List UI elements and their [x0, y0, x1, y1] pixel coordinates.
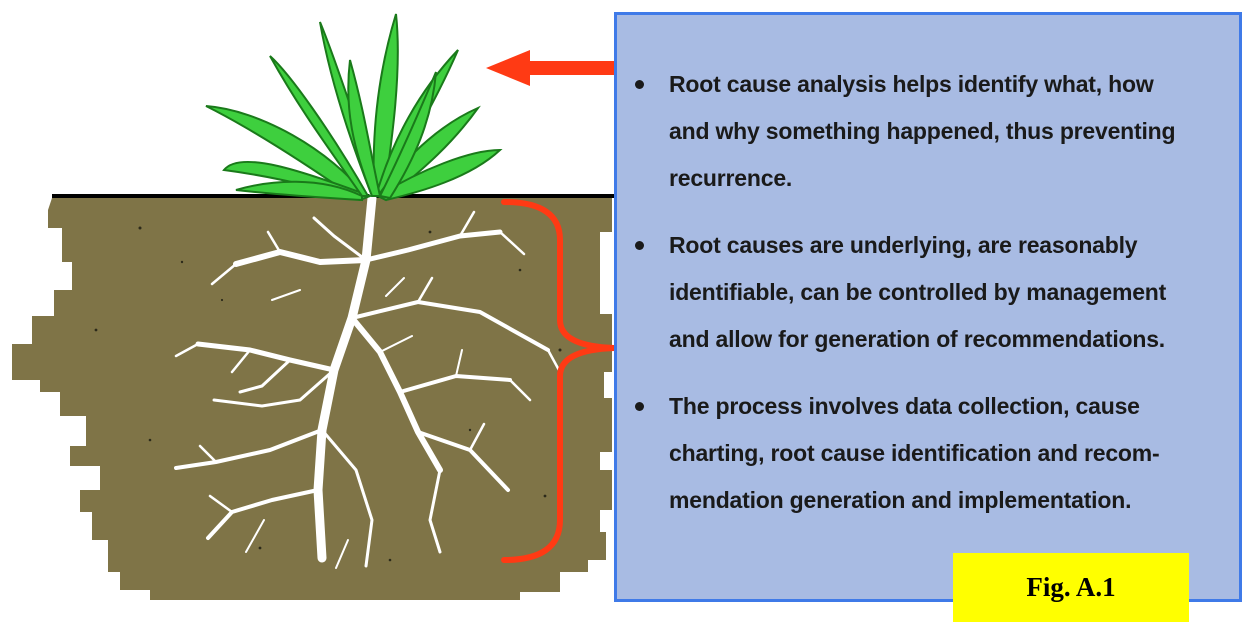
bullet-line: mendation generation and implementation.	[669, 477, 1235, 524]
list-item: Root cause analysis helps identify what,…	[635, 61, 1235, 202]
bullet-dot-icon	[635, 241, 644, 250]
bullet-line: and why something happened, thus prevent…	[669, 108, 1235, 155]
bullet-list: Root cause analysis helps identify what,…	[635, 61, 1235, 524]
bullet-line: and allow for generation of recommendati…	[669, 316, 1235, 363]
arrow-left-icon	[486, 50, 616, 86]
bullet-dot-icon	[635, 402, 644, 411]
bullet-line: recurrence.	[669, 155, 1235, 202]
bullet-line: Root causes are underlying, are reasonab…	[669, 222, 1235, 269]
bullet-dot-icon	[635, 80, 644, 89]
list-item: The process involves data collection, ca…	[635, 383, 1235, 524]
bullet-line: charting, root cause identification and …	[669, 430, 1235, 477]
info-panel: Root cause analysis helps identify what,…	[614, 12, 1242, 602]
plant-leaves	[206, 14, 500, 200]
figure-label: Fig. A.1	[953, 553, 1189, 622]
list-item: Root causes are underlying, are reasonab…	[635, 222, 1235, 363]
bullet-line: Root cause analysis helps identify what,…	[669, 61, 1235, 108]
bullet-line: The process involves data collection, ca…	[669, 383, 1235, 430]
bullet-line: identifiable, can be controlled by manag…	[669, 269, 1235, 316]
